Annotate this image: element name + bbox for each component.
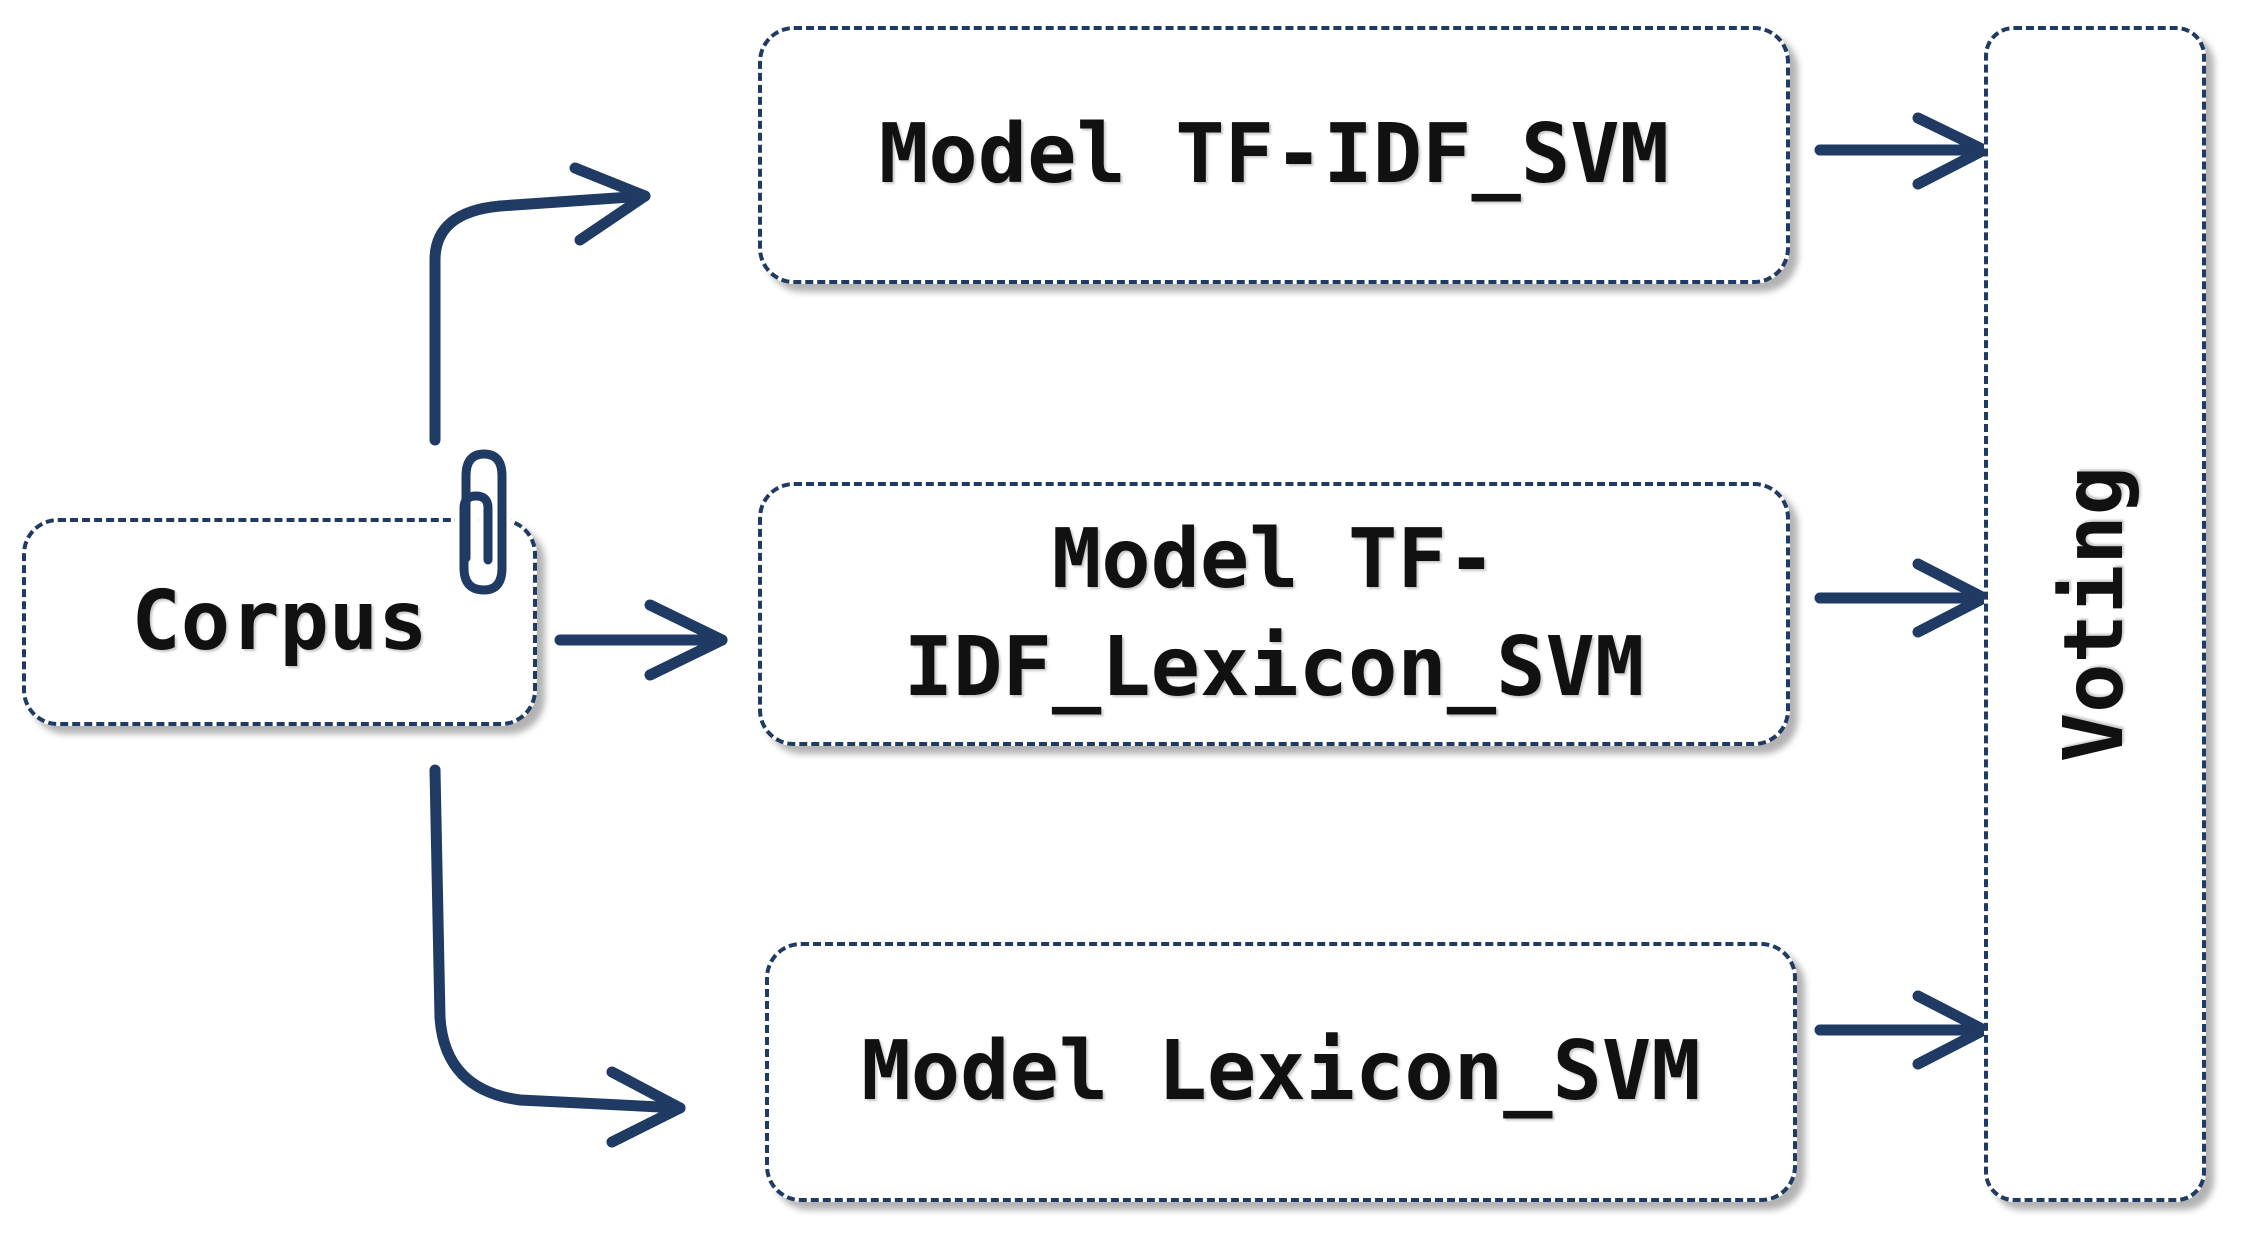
voting-label: Voting	[2046, 465, 2142, 763]
corpus-box: Corpus	[22, 518, 537, 726]
model-tfidf-lexicon-svm-box: Model TF- IDF_Lexicon_SVM	[758, 482, 1790, 746]
model-tfidf-lexicon-svm-label: Model TF- IDF_Lexicon_SVM	[903, 511, 1645, 715]
arrow-head-corpus-to-model-tfidf-lexicon-svm	[644, 599, 728, 681]
model-tfidf-svm-box: Model TF-IDF_SVM	[758, 26, 1790, 284]
arrow-head-model-tfidf-lexicon-svm-to-voting	[1912, 558, 1990, 638]
arrow-head-corpus-to-model-lexicon-svm	[606, 1066, 686, 1148]
model-lexicon-svm-label: Model Lexicon_SVM	[861, 1023, 1701, 1119]
arrow-corpus-to-model-lexicon-svm	[429, 764, 686, 1114]
arrow-head-model-tfidf-svm-to-voting	[1912, 112, 1990, 190]
voting-box: Voting	[1984, 26, 2206, 1202]
model-tfidf-svm-label: Model TF-IDF_SVM	[879, 106, 1669, 202]
paperclip-icon	[455, 448, 511, 598]
corpus-label: Corpus	[131, 573, 428, 669]
arrow-head-corpus-to-model-tfidf-svm	[569, 162, 651, 246]
model-lexicon-svm-box: Model Lexicon_SVM	[765, 942, 1797, 1202]
arrow-corpus-to-model-tfidf-svm	[429, 190, 651, 446]
arrow-head-model-lexicon-svm-to-voting	[1912, 990, 1990, 1070]
